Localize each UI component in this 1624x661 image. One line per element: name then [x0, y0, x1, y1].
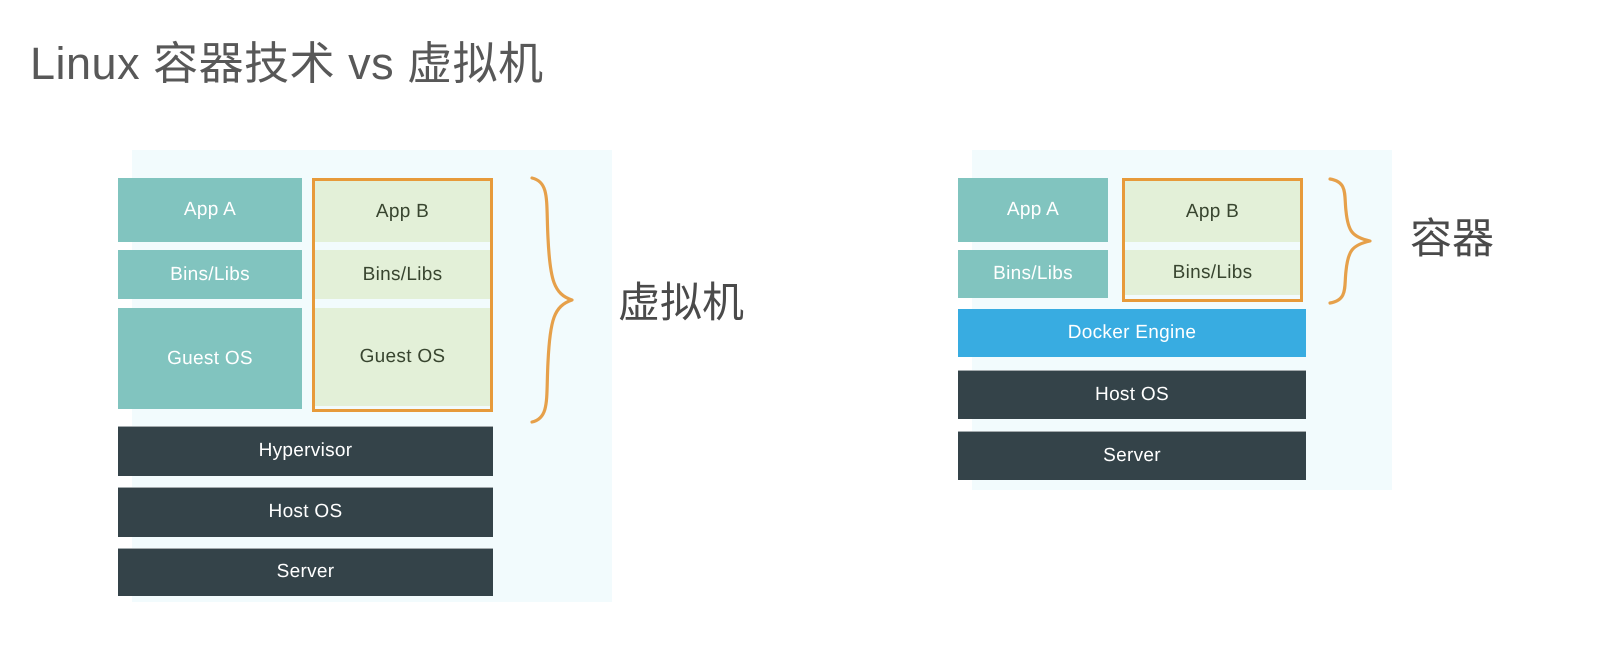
vm-block-bins-libs-a: Bins/Libs — [118, 250, 302, 299]
vm-block-hypervisor: Hypervisor — [118, 426, 493, 476]
container-block-docker-engine: Docker Engine — [958, 309, 1306, 357]
vm-block-server: Server — [118, 548, 493, 596]
container-block-bins-libs-a: Bins/Libs — [958, 250, 1108, 298]
vm-block-app-a: App A — [118, 178, 302, 242]
vm-brace — [524, 176, 582, 424]
container-block-app-a: App A — [958, 178, 1108, 242]
container-brace — [1322, 177, 1380, 305]
container-block-host-os: Host OS — [958, 370, 1306, 419]
container-block-bins-libs-b: Bins/Libs — [1125, 250, 1300, 295]
vm-block-bins-libs-b: Bins/Libs — [315, 250, 490, 299]
container-side-label: 容器 — [1410, 215, 1495, 262]
vm-side-label: 虚拟机 — [618, 279, 745, 326]
container-block-app-b: App B — [1125, 181, 1300, 242]
vm-block-guest-os-a: Guest OS — [118, 308, 302, 409]
vm-block-host-os: Host OS — [118, 487, 493, 537]
vm-block-app-b: App B — [315, 181, 490, 242]
vm-block-guest-os-b: Guest OS — [315, 308, 490, 406]
container-block-server: Server — [958, 431, 1306, 480]
page-title: Linux 容器技术 vs 虚拟机 — [30, 38, 544, 89]
